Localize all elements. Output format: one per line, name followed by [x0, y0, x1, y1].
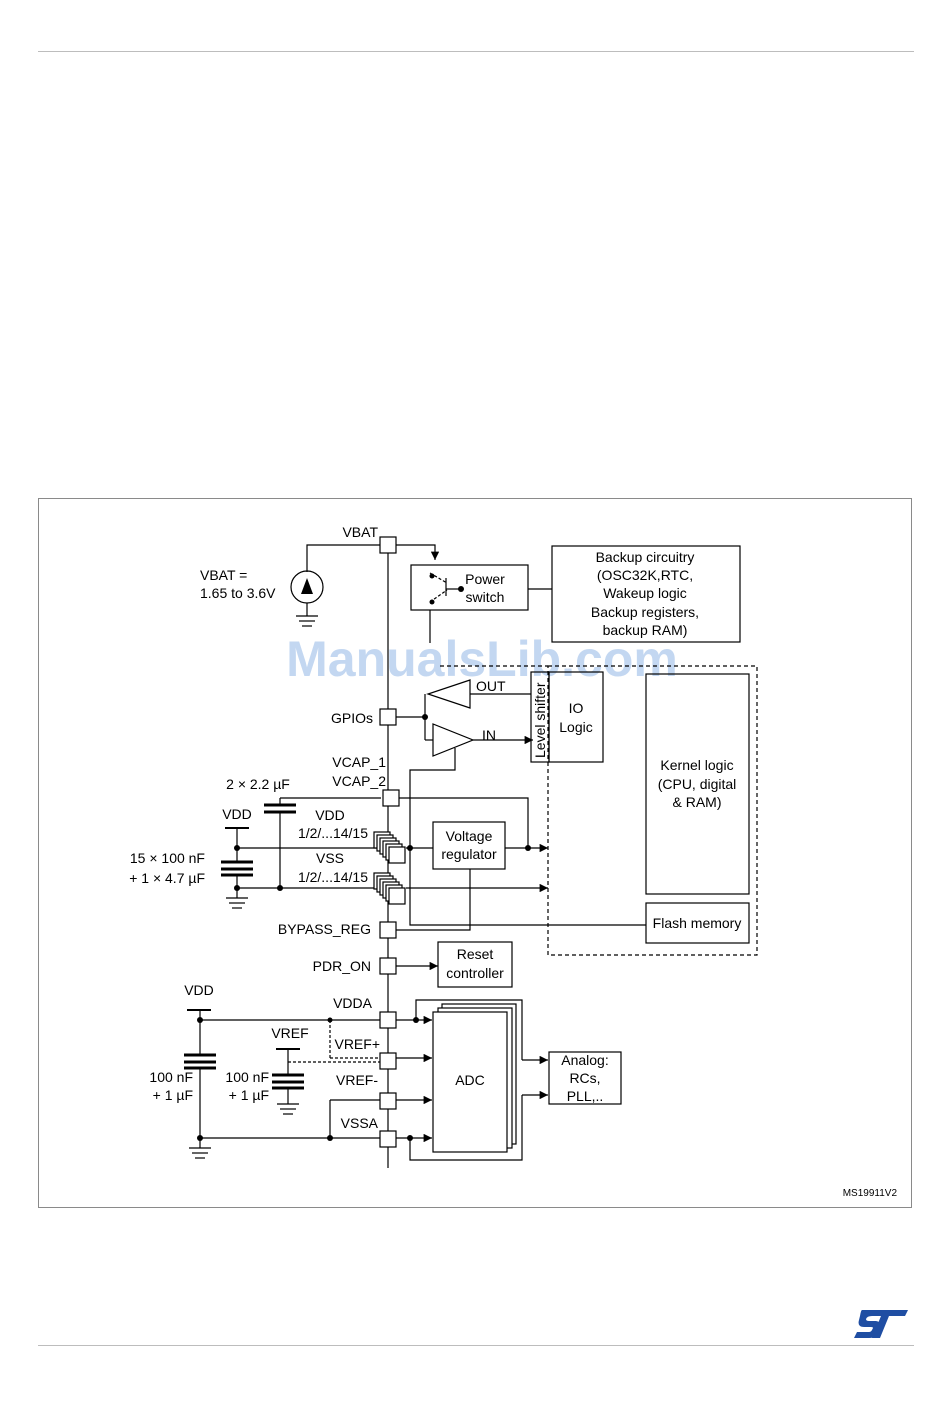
digital-domain-region — [547, 665, 758, 956]
backup-circuitry-label: backup RAM) — [603, 622, 688, 638]
in-signal-label: IN — [482, 727, 496, 743]
level-shifter-label: Level shifter — [532, 682, 548, 758]
vref-supply-label: VREF — [271, 1025, 308, 1041]
flash-memory-label: Flash memory — [653, 915, 742, 931]
vssa-label: VSSA — [341, 1115, 379, 1131]
out-signal-label: OUT — [476, 678, 506, 694]
reset-controller-label: Reset — [457, 946, 494, 962]
input-buffer-icon — [432, 723, 475, 757]
decoupling-caps-label: 15 × 100 nF — [130, 850, 205, 866]
analog-box — [548, 1051, 622, 1105]
vdda-pin — [379, 1011, 397, 1029]
backup-circuitry-box — [551, 545, 741, 643]
backup-circuitry-label: (OSC32K,RTC, — [597, 567, 693, 583]
vcap-caps-label: 2 × 2.2 µF — [226, 776, 290, 792]
vbat-pin — [379, 536, 397, 554]
vbat-wire — [306, 544, 381, 572]
power-switch-label: Power — [465, 571, 505, 587]
vdd-pin-label: VDD — [315, 807, 345, 823]
adc-label: ADC — [455, 1072, 485, 1088]
pdr-on-label: PDR_ON — [313, 958, 371, 974]
vss-pin-label: VSS — [316, 850, 344, 866]
vref-caps-label: + 1 µF — [229, 1087, 269, 1103]
vref-plus-pin — [379, 1052, 397, 1070]
kernel-logic-label: & RAM) — [673, 794, 722, 810]
reset-controller-box — [437, 941, 513, 988]
backup-circuitry-label: Wakeup logic — [603, 585, 687, 601]
vbat-source-label: 1.65 to 3.6V — [200, 585, 276, 601]
vbat-source-arrow-icon — [301, 578, 313, 594]
power-switch-box — [410, 564, 529, 611]
io-logic-box — [548, 671, 604, 763]
analog-label: PLL,.. — [567, 1088, 604, 1104]
bypass-reg-label: BYPASS_REG — [278, 921, 371, 937]
vref-minus-pin — [379, 1092, 397, 1110]
backup-circuitry-label: Backup circuitry — [596, 549, 695, 565]
vcap1-label: VCAP_1 — [332, 754, 386, 770]
vssa-pin — [379, 1130, 397, 1148]
io-logic-label: Logic — [559, 719, 592, 735]
vdd-supply-label: VDD — [222, 806, 252, 822]
vref-caps-label: 100 nF — [225, 1069, 269, 1085]
vcap2-label: VCAP_2 — [332, 773, 386, 789]
vss-pin-stack — [373, 872, 406, 905]
vbat-label: VBAT — [342, 524, 378, 540]
bypass-reg-pin — [379, 921, 397, 939]
vdd-pin-stack — [373, 831, 406, 864]
kernel-logic-label: (CPU, digital — [658, 776, 737, 792]
pdr-on-pin — [379, 957, 397, 975]
reset-controller-label: controller — [446, 965, 504, 981]
vref-plus-label: VREF+ — [334, 1036, 380, 1052]
flash-memory-box — [645, 902, 750, 944]
voltage-regulator-label: Voltage — [446, 828, 493, 844]
voltage-regulator-box — [432, 821, 506, 870]
backup-circuitry-label: Backup registers, — [591, 604, 699, 620]
vdd-range-label: 1/2/...14/15 — [298, 825, 368, 841]
top-rule — [38, 51, 914, 52]
gpios-label: GPIOs — [331, 710, 373, 726]
vcap-pin — [382, 789, 400, 807]
vdda-caps-label: 100 nF — [149, 1069, 193, 1085]
io-logic-label: IO — [569, 700, 584, 716]
vdda-caps-label: + 1 µF — [153, 1087, 193, 1103]
kernel-logic-label: Kernel logic — [660, 757, 733, 773]
vbat-source-label: VBAT = — [200, 567, 247, 583]
st-logo-icon — [854, 1310, 908, 1338]
figure-id: MS19911V2 — [843, 1188, 898, 1199]
bottom-rule — [38, 1345, 914, 1346]
vdda-label: VDDA — [333, 995, 373, 1011]
voltage-regulator-label: regulator — [441, 846, 497, 862]
watermark: ManualsLib.com — [286, 631, 678, 687]
kernel-logic-box — [645, 673, 750, 895]
vref-minus-label: VREF- — [336, 1072, 378, 1088]
analog-label: Analog: — [561, 1052, 608, 1068]
gpios-pin — [379, 708, 397, 726]
decoupling-caps-label: + 1 × 4.7 µF — [129, 870, 205, 886]
power-switch-label: switch — [466, 589, 505, 605]
adc-box — [432, 1011, 508, 1153]
analog-label: RCs, — [569, 1070, 600, 1086]
figure-frame — [38, 498, 912, 1208]
vss-range-label: 1/2/...14/15 — [298, 869, 368, 885]
vdda-supply-label: VDD — [184, 982, 214, 998]
